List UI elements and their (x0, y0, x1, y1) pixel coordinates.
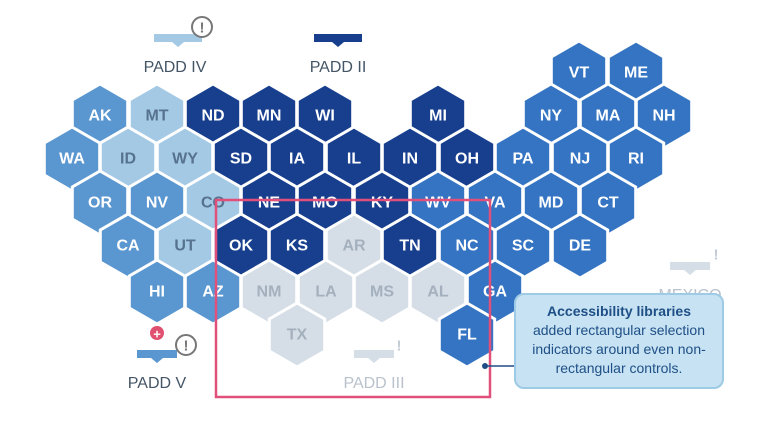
state-label: NJ (570, 151, 590, 168)
plus-badge-icon: + (150, 326, 164, 342)
padd-label: PADD II (310, 59, 367, 76)
accessibility-tooltip: Accessibility libraries added rectangula… (514, 293, 724, 389)
state-label: AK (88, 108, 112, 125)
state-hex-fl[interactable]: FL (437, 301, 497, 369)
state-label: VA (484, 195, 505, 212)
state-label: KS (286, 238, 309, 255)
state-label: RI (628, 151, 644, 168)
state-label: IL (347, 151, 361, 168)
state-label: ND (201, 108, 224, 125)
state-hex-shape[interactable] (267, 301, 327, 369)
padd-arrow-icon (670, 262, 710, 275)
padd-marker-padd-iii[interactable]: PADD III (343, 350, 405, 392)
tooltip-connector-dot (482, 363, 488, 369)
padd-label: PADD V (128, 375, 187, 392)
state-label: OR (88, 195, 112, 212)
state-label: MA (596, 108, 621, 125)
state-label: NE (258, 195, 281, 212)
padd-arrow-icon (314, 34, 362, 47)
state-hex-ms[interactable]: MS (352, 258, 412, 326)
state-label: WI (315, 108, 335, 125)
state-label: NM (257, 284, 282, 301)
state-label: NY (540, 108, 563, 125)
padd-arrow-icon (137, 350, 177, 363)
state-hex-nh[interactable]: NH (634, 82, 694, 150)
state-hex-de[interactable]: DE (550, 212, 610, 280)
state-label: NV (146, 195, 169, 212)
state-label: TX (287, 327, 308, 344)
state-label: SD (230, 151, 252, 168)
state-hex-mi[interactable]: MI (408, 82, 468, 150)
state-label: WV (425, 195, 451, 212)
padd-label: PADD IV (144, 59, 207, 76)
state-hex-shape[interactable] (437, 301, 497, 369)
state-label: CA (116, 238, 140, 255)
state-label: MS (370, 284, 394, 301)
state-hex-az[interactable]: AZ (183, 258, 243, 326)
state-label: OK (229, 238, 253, 255)
padd-arrow-icon (354, 350, 394, 363)
state-hex-in[interactable]: IN (380, 125, 440, 193)
state-hex-wy[interactable]: WY (155, 125, 215, 193)
state-label: VT (569, 65, 590, 82)
state-label: AL (427, 284, 449, 301)
state-label: OH (455, 151, 479, 168)
state-label: FL (457, 327, 477, 344)
state-label: MD (539, 195, 564, 212)
padd-arrow-icon (154, 34, 202, 47)
state-label: SC (512, 238, 535, 255)
state-label: DE (569, 238, 592, 255)
state-label: PA (512, 151, 533, 168)
state-label: MO (312, 195, 338, 212)
state-label: AR (342, 238, 366, 255)
exclamation-badge-icon: ! (175, 334, 197, 356)
state-label: WY (172, 151, 198, 168)
padd-label: PADD III (343, 375, 404, 392)
state-label: LA (315, 284, 337, 301)
state-label: WA (59, 151, 85, 168)
state-label: CO (201, 195, 225, 212)
svg-text:!: ! (397, 338, 402, 355)
state-label: CT (597, 195, 619, 212)
padd-marker-padd-ii[interactable]: PADD II (310, 34, 367, 76)
padd-marker-padd-v[interactable]: PADD V (128, 350, 187, 392)
tooltip-body: added rectangular selection indicators a… (532, 322, 706, 376)
state-label: KY (371, 195, 394, 212)
svg-text:!: ! (184, 338, 189, 355)
state-label: MN (257, 108, 282, 125)
state-hex-shape[interactable] (550, 212, 610, 280)
exclamation-mark-icon: ! (714, 247, 719, 264)
padd-marker-padd-iv[interactable]: PADD IV (144, 34, 207, 76)
state-hex-pa[interactable]: PA (493, 125, 553, 193)
svg-text:!: ! (714, 247, 719, 264)
state-hex-or[interactable]: OR (70, 169, 130, 237)
state-label: NH (652, 108, 675, 125)
state-hex-shape[interactable] (183, 258, 243, 326)
state-label: NC (455, 238, 479, 255)
state-hex-ri[interactable]: RI (606, 125, 666, 193)
tooltip-title: Accessibility libraries (547, 303, 691, 319)
state-label: MI (429, 108, 447, 125)
state-label: HI (149, 284, 165, 301)
state-hex-tx[interactable]: TX (267, 301, 327, 369)
selection-indicator-rect (214, 198, 492, 399)
state-hex-al[interactable]: AL (408, 258, 468, 326)
state-label: ME (624, 65, 648, 82)
exclamation-mark-icon: ! (397, 338, 402, 355)
state-label: MT (145, 108, 168, 125)
state-label: IA (289, 151, 305, 168)
exclamation-badge-icon: ! (191, 16, 213, 38)
state-hex-hi[interactable]: HI (127, 258, 187, 326)
state-label: ID (120, 151, 136, 168)
state-label: IN (402, 151, 418, 168)
state-label: GA (483, 284, 507, 301)
svg-text:!: ! (200, 20, 205, 37)
state-label: AZ (202, 284, 224, 301)
state-label: UT (174, 238, 196, 255)
state-hex-ny[interactable]: NY (521, 82, 581, 150)
svg-text:+: + (153, 327, 161, 342)
state-label: TN (399, 238, 420, 255)
